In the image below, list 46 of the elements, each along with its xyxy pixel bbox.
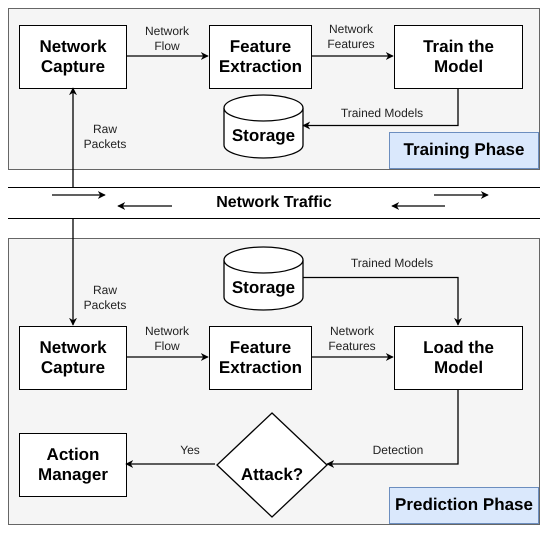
phase-panel bbox=[8, 8, 540, 170]
process-box bbox=[209, 25, 312, 89]
edge-label: Network Features bbox=[326, 22, 376, 52]
edge-label: Network Flow bbox=[144, 24, 190, 54]
process-box bbox=[19, 326, 127, 390]
process-box bbox=[19, 433, 127, 497]
arrow bbox=[125, 460, 215, 468]
node-label: Action Manager bbox=[37, 444, 109, 486]
arrow bbox=[126, 353, 209, 361]
process-box bbox=[19, 25, 127, 89]
edge-label: Network Features bbox=[327, 324, 377, 354]
arrow bbox=[302, 88, 459, 130]
arrow bbox=[69, 87, 77, 187]
node-label: Network Capture bbox=[38, 36, 108, 78]
edge-label: Raw Packets bbox=[82, 122, 128, 152]
traffic-band bbox=[8, 187, 540, 219]
decision-diamond bbox=[216, 412, 328, 518]
node-label: Feature Extraction bbox=[218, 36, 304, 78]
arrow bbox=[311, 353, 394, 361]
node-label: Load the Model bbox=[422, 338, 495, 378]
node-label: Attack? bbox=[240, 464, 304, 486]
process-box bbox=[394, 25, 523, 89]
phase-panel bbox=[8, 238, 540, 525]
edge-label: Network Flow bbox=[144, 324, 190, 354]
storage-cylinder bbox=[223, 246, 304, 311]
node-label: Storage bbox=[232, 126, 296, 147]
edge-label: Yes bbox=[179, 443, 201, 458]
node-label: Training Phase bbox=[404, 140, 524, 161]
edge-label: Trained Models bbox=[350, 256, 434, 271]
node-label: Prediction Phase bbox=[395, 495, 533, 516]
storage-cylinder bbox=[223, 94, 304, 159]
arrow bbox=[326, 389, 459, 468]
node-label: Feature Extraction bbox=[218, 338, 304, 378]
arrow bbox=[126, 52, 209, 60]
process-box bbox=[209, 326, 312, 390]
arrow bbox=[303, 276, 462, 326]
edge-label: Trained Models bbox=[340, 106, 424, 121]
node-label: Storage bbox=[232, 278, 296, 299]
node-label: Network Traffic bbox=[216, 193, 332, 213]
node-label: Train the Model bbox=[422, 36, 495, 78]
process-box bbox=[394, 326, 523, 390]
edge-label: Detection bbox=[372, 443, 424, 458]
arrow bbox=[311, 52, 394, 60]
edge-label: Raw Packets bbox=[82, 283, 128, 313]
node-label: Network Capture bbox=[38, 338, 108, 378]
arrow bbox=[69, 219, 77, 326]
